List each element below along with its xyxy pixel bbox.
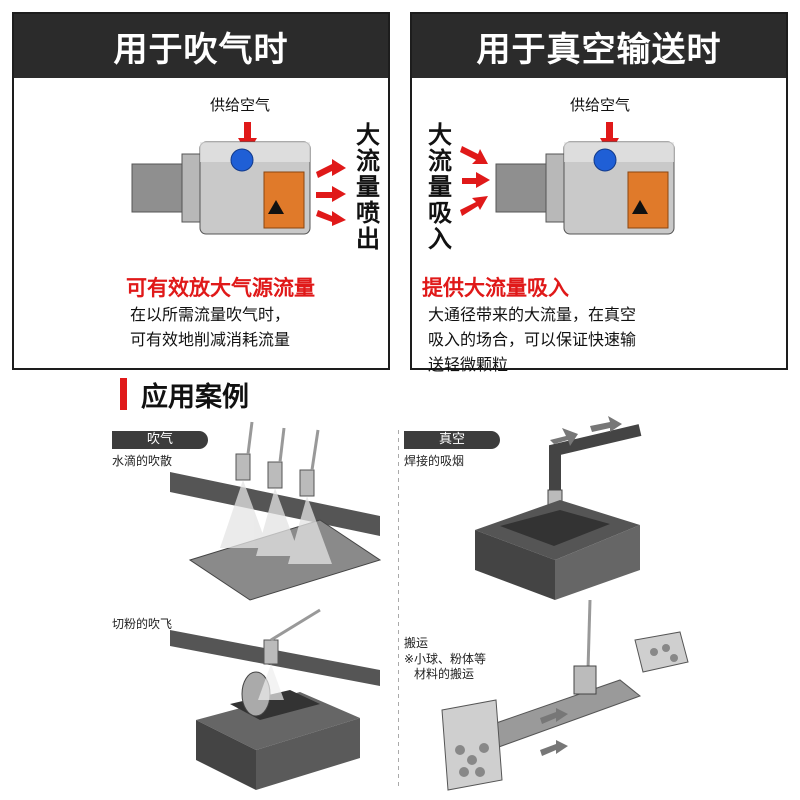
supply-air-label: 供给空气: [570, 96, 631, 114]
case-divider: [398, 430, 399, 790]
supply-air-label: 供给空气: [210, 96, 271, 114]
blow-panel-title: 用于吹气时: [14, 14, 388, 78]
case-conveying-note: ※小球、粉体等 材料的搬运: [404, 652, 487, 681]
section-accent-bar: [120, 378, 127, 410]
vacuum-description: 大通径带来的大流量，在真空 吸入的场合，可以保证快速输 送轻微颗粒: [428, 305, 637, 374]
blow-panel: 用于吹气时 供给空气 大 流 量 喷 出 可有效放大气源流量: [12, 12, 390, 370]
section-heading: 应用案例: [120, 376, 249, 413]
blow-tab: 吹气: [112, 431, 208, 449]
air-amplifier-device: [131, 141, 311, 235]
section-title: 应用案例: [141, 381, 249, 413]
conveying-illustration: [441, 599, 689, 791]
blow-device-illustration: [131, 122, 346, 235]
air-amplifier-device: [495, 141, 675, 235]
outflow-arrows-icon: [316, 159, 346, 226]
case-chip-blow-caption: 切粉的吹飞: [112, 617, 173, 631]
chip-blow-illustration: [170, 608, 380, 790]
blow-description: 在以所需流量吹气时， 可有效地削减消耗流量: [130, 305, 291, 349]
flow-output-label: 大 流 量 喷 出: [356, 121, 380, 253]
vacuum-panel-title: 用于真空输送时: [412, 14, 786, 78]
vacuum-tab: 真空: [404, 431, 500, 449]
case-conveying-caption: 搬运: [404, 636, 429, 650]
case-water-blow-caption: 水滴的吹散: [112, 454, 173, 468]
inflow-arrows-icon: [460, 146, 490, 216]
vacuum-device-illustration: [460, 122, 675, 235]
water-blow-illustration: [170, 421, 382, 601]
blow-subtitle: 可有效放大气源流量: [126, 276, 315, 300]
vacuum-subtitle: 提供大流量吸入: [422, 276, 569, 300]
fume-extraction-illustration: [475, 416, 642, 600]
flow-intake-label: 大 流 量 吸 入: [428, 121, 452, 253]
vacuum-panel: 用于真空输送时 供给空气 大 流 量 吸 入 提供大流量吸入 大通径带来的大流量…: [410, 12, 788, 374]
case-fume-caption: 焊接的吸烟: [404, 454, 465, 468]
